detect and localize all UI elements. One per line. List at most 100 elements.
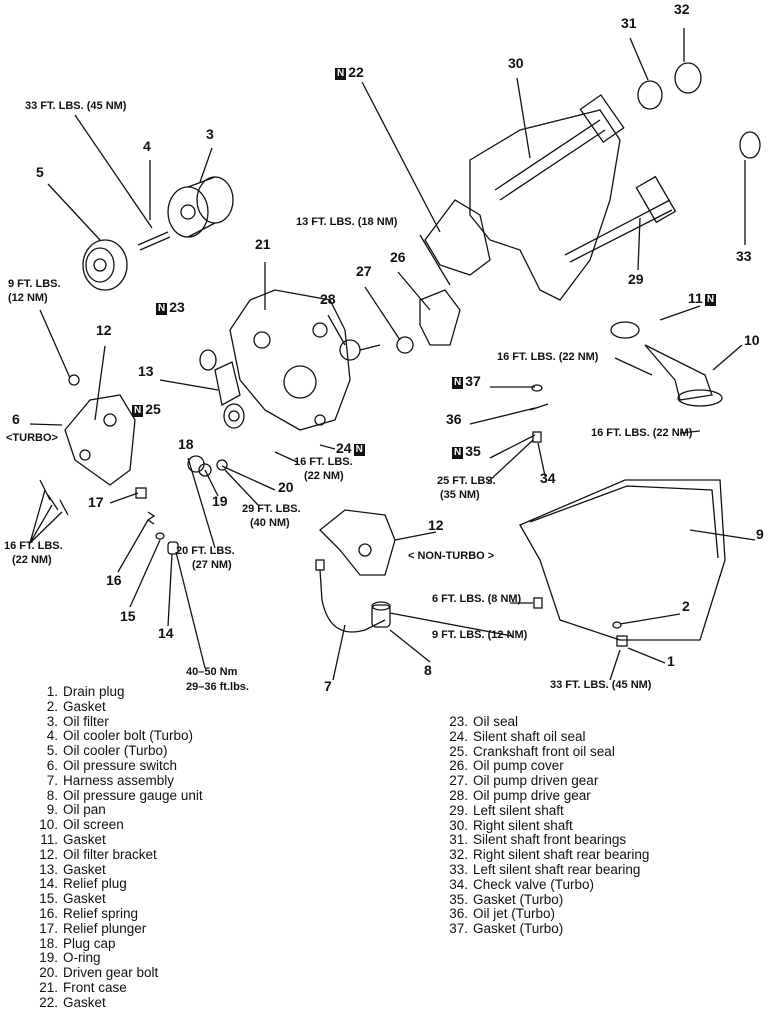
legend-item-label: Oil cooler bolt (Turbo)	[63, 728, 194, 744]
torque-spec-front-case-a: 16 FT. LBS.	[294, 456, 353, 468]
legend-item-label: Check valve (Turbo)	[473, 876, 595, 892]
legend-item-label: Oil pressure switch	[63, 757, 178, 773]
legend-item: 28.Oil pump drive gear	[448, 788, 649, 804]
turbo-label: <TURBO>	[6, 432, 58, 444]
part-oil-filter-bracket-turbo	[64, 394, 136, 486]
part-front-case	[229, 289, 351, 431]
legend-item-number: 29.	[449, 802, 468, 818]
new-part-badge: N	[335, 68, 347, 80]
torque-spec-switch-a: 9 FT. LBS.	[8, 278, 61, 290]
torque-spec-switch-b: (12 NM)	[8, 292, 48, 304]
legend-item: 33.Left silent shaft rear bearing	[448, 862, 649, 878]
legend-item-label: Driven gear bolt	[63, 965, 159, 981]
legend-item: 19.O-ring	[38, 950, 203, 966]
callout-8: 8	[424, 662, 432, 678]
legend-item-number: 31.	[449, 832, 468, 848]
legend-item: 16.Relief spring	[38, 905, 203, 922]
new-part-badge: N	[452, 447, 464, 459]
legend-item-number: 25.	[449, 743, 468, 759]
legend-item-label: Gasket	[63, 891, 106, 907]
part-oil-cooler	[82, 239, 128, 291]
part-harness	[315, 559, 386, 633]
legend-item-label: Oil pump cover	[473, 758, 564, 774]
legend-item-number: 4.	[46, 728, 58, 744]
torque-spec-relief-plug-ftlbs: 29–36 ft.lbs.	[186, 681, 249, 693]
legend-item-label: Harness assembly	[63, 772, 175, 788]
legend-item: 6. Oil pressure switch	[38, 757, 203, 774]
part-plug-cap	[187, 455, 228, 477]
legend-item-label: Oil jet (Turbo)	[473, 906, 556, 922]
callout-15: 15	[120, 608, 136, 624]
legend-item-label: Oil pump driven gear	[473, 773, 599, 789]
legend-item: 17.Relief plunger	[38, 921, 203, 937]
legend-item: 1.Drain plug	[38, 684, 203, 700]
part-relief-parts	[135, 487, 179, 555]
callout-30: 30	[508, 55, 524, 71]
legend-item-label: Right silent shaft rear bearing	[473, 847, 650, 863]
callout-27: 27	[356, 263, 372, 279]
torque-spec-driven-gear-b: (40 NM)	[250, 517, 290, 529]
legend-item-number: 8.	[46, 787, 58, 803]
legend-item-number: 10.	[39, 817, 58, 833]
legend-item: 30.Right silent shaft	[448, 817, 649, 834]
legend-item: 15.Gasket	[38, 891, 203, 907]
legend-item-label: Oil pan	[63, 802, 106, 818]
legend-item-label: O-ring	[63, 950, 101, 966]
torque-spec-check-valve-b: (35 NM)	[440, 489, 480, 501]
legend-item-number: 13.	[39, 861, 58, 877]
torque-spec-front-case-b: (22 NM)	[304, 470, 344, 482]
callout-28: 28	[320, 291, 336, 307]
new-part-badge: N	[452, 377, 464, 389]
legend-item-number: 37.	[449, 921, 468, 937]
torque-spec-relief-plug-nm: 40–50 Nm	[186, 666, 238, 678]
callout-12-turbo: 12	[96, 322, 112, 338]
legend-item-label: Oil filter	[63, 713, 109, 729]
legend-item: 13.Gasket	[38, 861, 203, 878]
legend-item-number: 2.	[46, 698, 58, 714]
legend-item-number: 6.	[46, 757, 58, 773]
callout-17: 17	[88, 494, 104, 510]
torque-spec-plug-cap-a: 20 FT. LBS.	[176, 545, 235, 557]
legend-item-label: Crankshaft front oil seal	[473, 743, 615, 759]
part-oil-pump	[339, 289, 461, 361]
legend-item-number: 35.	[449, 891, 468, 907]
legend-item-label: Left silent shaft	[473, 802, 564, 818]
legend-item: 11.Gasket	[38, 831, 203, 848]
torque-spec-bracket-b: (22 NM)	[12, 554, 52, 566]
callout-6: 6	[12, 411, 20, 427]
legend-item: 32.Right silent shaft rear bearing	[448, 847, 650, 863]
legend-item-number: 22.	[39, 994, 58, 1010]
callout-19: 19	[212, 493, 228, 509]
callout-20: 20	[278, 479, 294, 495]
torque-spec-drain-plug: 33 FT. LBS. (45 NM)	[550, 679, 652, 691]
part-oil-filter-bracket-nonturbo	[319, 509, 396, 576]
callout-26: 26	[390, 249, 406, 265]
legend-item-label: Gasket	[63, 994, 106, 1010]
legend-item-number: 30.	[449, 817, 468, 833]
torque-spec-gauge-unit: 6 FT. LBS. (8 NM)	[432, 593, 522, 605]
legend-item-number: 12.	[39, 846, 58, 862]
part-gauge-unit	[371, 601, 391, 628]
legend-item-label: Silent shaft front bearings	[473, 832, 627, 848]
part-oil-filter	[167, 176, 234, 238]
legend-item: 29. Left silent shaft	[448, 802, 649, 819]
torque-spec-bracket-a: 16 FT. LBS.	[4, 540, 63, 552]
new-part-badge: N	[156, 303, 168, 315]
legend-item-number: 5.	[46, 743, 58, 759]
legend-item-label: Gasket	[63, 831, 106, 847]
legend-item: 14.Relief plug	[38, 876, 203, 892]
torque-spec-gauge: 9 FT. LBS. (12 NM)	[432, 629, 528, 641]
legend-item-number: 16.	[39, 905, 58, 921]
part-engine-block	[424, 109, 621, 301]
legend-item: 35.Gasket (Turbo)	[448, 891, 649, 908]
part-oil-screen	[610, 321, 723, 407]
legend-item: 31. Silent shaft front bearings	[448, 832, 649, 848]
